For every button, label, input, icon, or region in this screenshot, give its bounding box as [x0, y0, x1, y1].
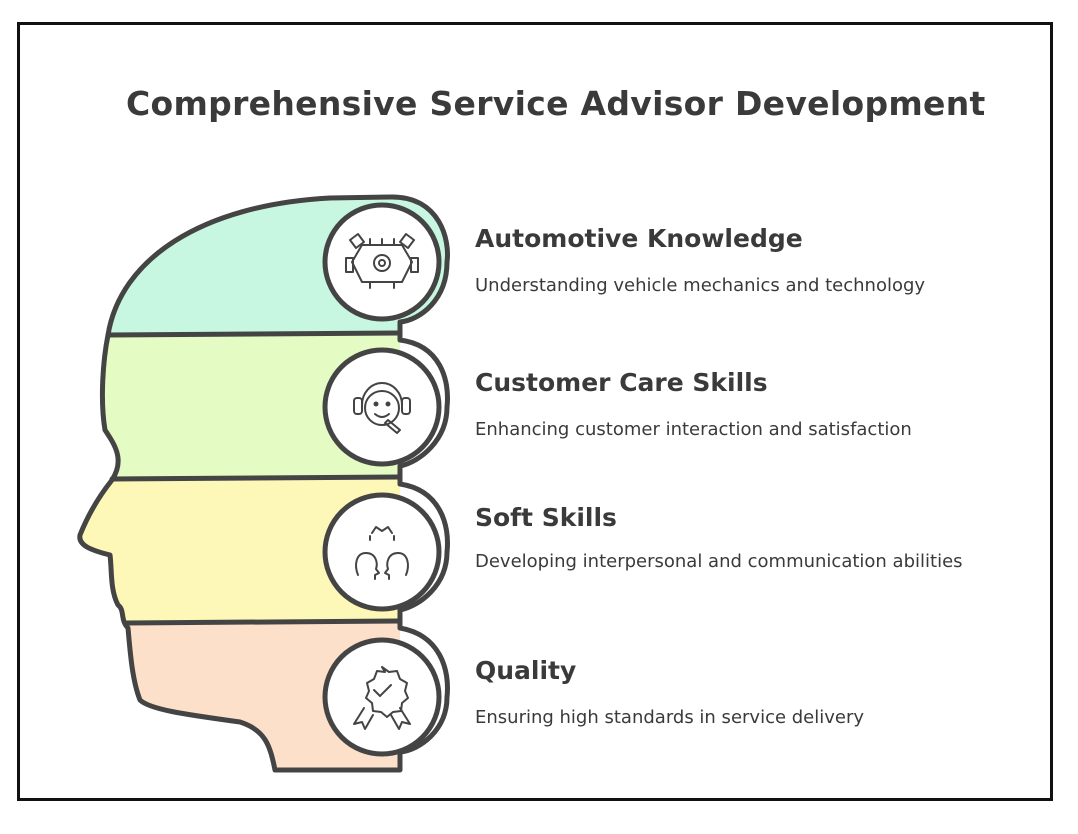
band-divider	[105, 330, 403, 338]
icon-circle	[322, 492, 442, 612]
icon-circle	[322, 637, 442, 757]
head-outline	[77, 194, 450, 773]
band-divider	[109, 474, 403, 482]
band-divider	[123, 618, 403, 626]
icon-circle	[322, 347, 442, 467]
engine-gear-icon	[345, 233, 419, 289]
diagram-frame	[17, 22, 1053, 801]
item-quality: Quality Ensuring high standards in servi…	[475, 656, 1035, 731]
quality-badge-icon	[353, 666, 411, 730]
item-heading: Automotive Knowledge	[475, 224, 803, 253]
item-soft-skills: Soft Skills Developing interpersonal and…	[475, 503, 975, 575]
item-customer-care-skills: Customer Care Skills Enhancing customer …	[475, 368, 1035, 443]
item-heading: Customer Care Skills	[475, 368, 768, 397]
item-description: Developing interpersonal and communicati…	[475, 551, 963, 572]
item-description: Ensuring high standards in service deliv…	[475, 707, 865, 728]
headset-agent-icon	[353, 382, 411, 434]
item-description: Enhancing customer interaction and satis…	[475, 419, 912, 440]
item-heading: Soft Skills	[475, 503, 617, 532]
item-description: Understanding vehicle mechanics and tech…	[475, 275, 926, 296]
icon-circle	[322, 202, 442, 322]
people-communication-icon	[355, 526, 409, 580]
item-heading: Quality	[475, 656, 577, 685]
item-automotive-knowledge: Automotive Knowledge Understanding vehic…	[475, 224, 1035, 299]
diagram-title: Comprehensive Service Advisor Developmen…	[126, 84, 986, 123]
